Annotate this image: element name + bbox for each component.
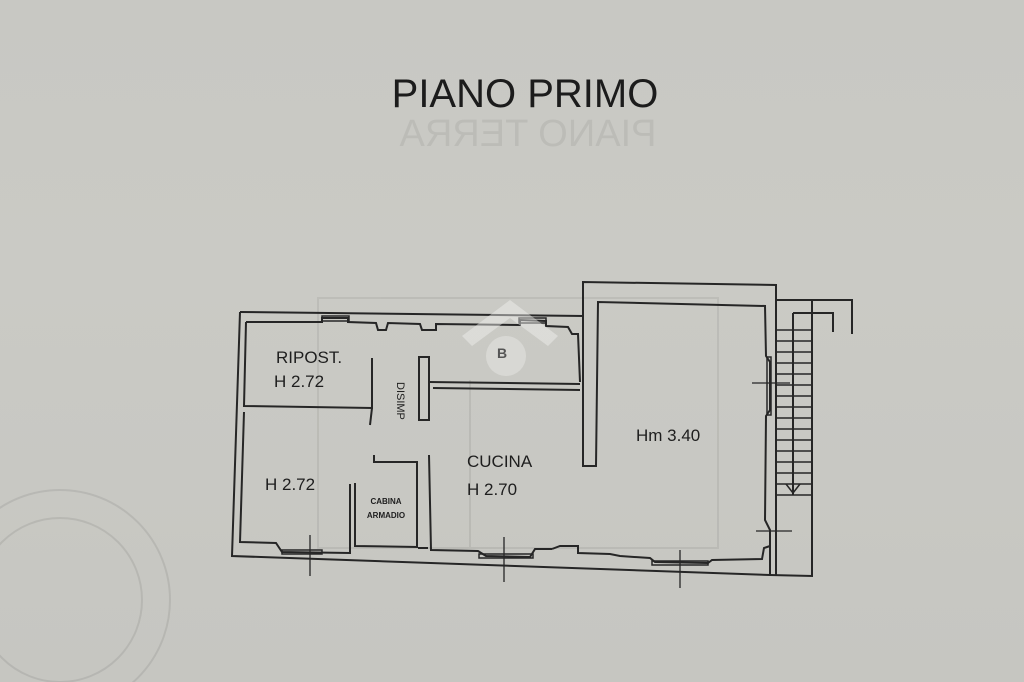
room-cucina-height: H 2.70	[467, 480, 518, 499]
disimp-label: DISIMP	[394, 382, 406, 420]
room-cucina-name: CUCINA	[467, 452, 533, 471]
room-bedroom-height: H 2.72	[265, 475, 316, 494]
cabina-label-line2: ARMADIO	[366, 511, 406, 520]
room-living-height: Hm 3.40	[636, 426, 701, 445]
room-ripost-name: RIPOST.	[276, 348, 343, 367]
cabina-armadio-label: CABINA ARMADIO	[358, 495, 414, 523]
circular-stamp-icon	[0, 489, 171, 682]
house-logo-icon: B	[460, 296, 560, 388]
watermark-letter: B	[497, 345, 508, 361]
room-ripost-height: H 2.72	[274, 372, 325, 391]
cabina-label-line1: CABINA	[370, 497, 402, 506]
page-title: PIANO PRIMO	[391, 72, 659, 116]
